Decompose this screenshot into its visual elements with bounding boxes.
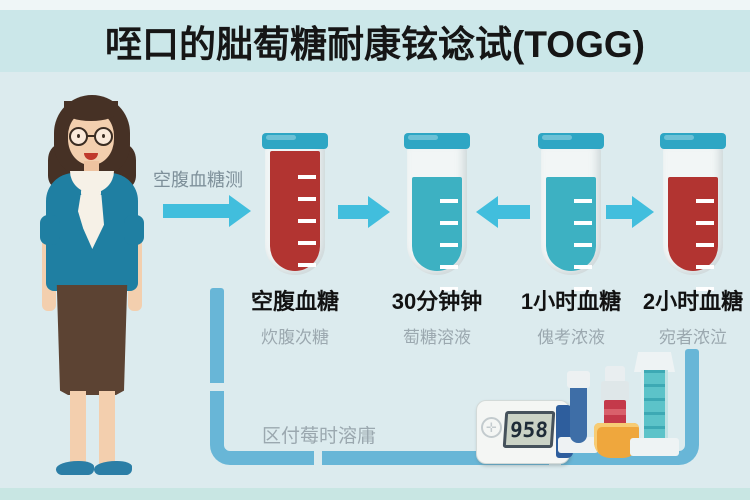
- step-title: 30分钟钟: [391, 289, 483, 314]
- test-tube-blood-2: [660, 133, 726, 295]
- step-label-3: 1小时血糖 傀考浓液: [496, 284, 646, 348]
- test-tube-glucose-1: [404, 133, 470, 295]
- tube-cap: [538, 133, 604, 149]
- doctor-mouth: [84, 153, 98, 160]
- vial-lower-cap: [601, 381, 629, 402]
- doctor-shoe-right: [94, 461, 132, 475]
- vial-red-band: [604, 400, 626, 427]
- step-subtitle: 傀考浓液: [537, 328, 605, 347]
- tube-glass: [663, 147, 723, 295]
- graduated-cylinder-body: [641, 370, 668, 442]
- doctor-bow-knot: [81, 185, 101, 200]
- step-title: 1小时血糖: [520, 289, 622, 314]
- bottom-band: [0, 488, 750, 500]
- flow-arrow-3-2-left-icon: [476, 196, 530, 228]
- tube-scale-marks: [298, 175, 316, 271]
- sample-tube-stand: [558, 437, 598, 453]
- step-subtitle: 宛者浓泣: [659, 328, 727, 347]
- glucose-meter-dial-icon: ✛: [481, 417, 502, 438]
- doctor-sleeve-left: [40, 215, 60, 245]
- test-tube-glucose-2: [538, 133, 604, 295]
- graduated-cylinder-base: [630, 438, 679, 456]
- doctor-leg-left: [70, 391, 86, 465]
- doctor-shoe-left: [56, 461, 94, 475]
- doctor-leg-right: [99, 391, 115, 465]
- blue-sample-tube: [570, 385, 587, 443]
- step-title: 空腹血糖: [250, 289, 339, 314]
- test-tube-blood-1: [262, 133, 328, 275]
- doctor-sleeve-right: [124, 215, 144, 245]
- step-label-2: 30分钟钟 萄糖溶液: [362, 284, 512, 348]
- flow-arrow-start-icon: [163, 195, 251, 227]
- doctor-eye-left: [77, 134, 80, 138]
- timeline-pipe-horizontal-1: [239, 451, 314, 465]
- doctor-skirt: [56, 285, 128, 395]
- title-banner: 咥口的胐萄糖耐康铉谂试(TOGG): [0, 10, 750, 72]
- tube-cap: [660, 133, 726, 149]
- blue-sample-tube-cap: [567, 371, 590, 388]
- top-margin-strip: [0, 0, 750, 10]
- tube-glass: [407, 147, 467, 295]
- doctor-collar: [70, 171, 114, 193]
- tube-scale-marks: [574, 199, 592, 295]
- glasses-bridge: [87, 135, 95, 137]
- graduated-cylinder-rim: [634, 352, 675, 372]
- doctor-hair-fringe: [64, 101, 118, 121]
- step-subtitle: 炊腹次糖: [261, 328, 329, 347]
- vial-top-cap: [605, 366, 625, 383]
- timeline-pipe-vertical-left-upper: [210, 288, 224, 383]
- tube-scale-marks: [440, 199, 458, 295]
- page-title: 咥口的胐萄糖耐康铉谂试(TOGG): [105, 24, 645, 65]
- timeline-pipe-vertical-right: [685, 349, 699, 441]
- glucose-meter-display: 958: [502, 411, 556, 448]
- step-title: 2小时血糖: [642, 289, 744, 314]
- tube-scale-marks: [696, 199, 714, 295]
- tube-cap: [262, 133, 328, 149]
- tube-glass: [265, 147, 325, 275]
- step-label-1: 空腹血糖 炊腹次糖: [220, 284, 370, 348]
- glucose-meter: ✛ 958: [476, 400, 573, 464]
- tube-cap: [404, 133, 470, 149]
- doctor-illustration: [18, 95, 168, 485]
- tube-glass: [541, 147, 601, 295]
- doctor-eye-right: [102, 134, 105, 138]
- timeline-pipe-corner-bottom-left: [210, 437, 240, 465]
- start-step-label: 空腹血糖测: [153, 170, 243, 190]
- step-subtitle: 萄糖溶液: [403, 328, 471, 347]
- flow-arrow-1-2-icon: [338, 196, 390, 228]
- pipe-note-text: 区付莓时溶庸: [262, 426, 377, 447]
- flow-arrow-3-4-icon: [606, 196, 654, 228]
- timeline-pipe-vertical-left-lower: [210, 391, 224, 439]
- step-label-4: 2小时血糖 宛者浓泣: [618, 284, 750, 348]
